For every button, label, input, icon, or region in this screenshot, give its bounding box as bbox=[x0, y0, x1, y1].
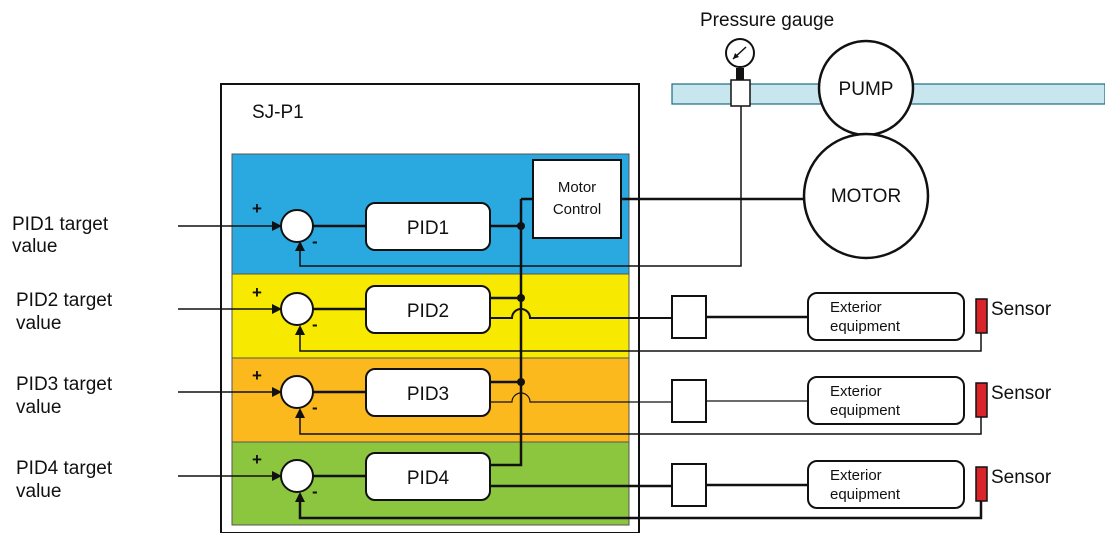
pid2-exterior-label-2: equipment bbox=[830, 318, 901, 335]
pid2-row: PID2 target value + - PID2 Exterior equi… bbox=[16, 283, 1052, 352]
pid4-sensor-label: Sensor bbox=[991, 467, 1052, 488]
pid2-feedback-arrow bbox=[295, 325, 305, 335]
pump: PUMP bbox=[817, 39, 915, 137]
pid4-row: PID4 target value + - PID4 Exterior equi… bbox=[16, 450, 1052, 520]
pid3-output-line bbox=[490, 392, 672, 403]
pump-label: PUMP bbox=[839, 79, 894, 100]
motor-label: MOTOR bbox=[831, 186, 901, 207]
pid2-junction-dot bbox=[517, 294, 525, 302]
pid2-target-label-2: value bbox=[16, 313, 61, 334]
pid4-exterior-equipment bbox=[807, 460, 965, 509]
common-bus-line bbox=[490, 226, 523, 467]
pid3-target-label-1: PID3 target bbox=[16, 374, 113, 395]
controller-name: SJ-P1 bbox=[252, 102, 304, 123]
pid2-block bbox=[365, 285, 491, 334]
motor-control-box bbox=[532, 159, 622, 239]
pid1-junction-dot bbox=[517, 222, 525, 230]
pid3-summing-junction bbox=[280, 375, 314, 409]
pid2-target-label-1: PID2 target bbox=[16, 290, 113, 311]
pid3-sensor-icon bbox=[975, 382, 988, 418]
pid1-target-label-2: value bbox=[12, 236, 57, 257]
pid4-output-device bbox=[671, 463, 707, 507]
pid3-target-label-2: value bbox=[16, 397, 61, 418]
pid2-label: PID2 bbox=[407, 301, 449, 322]
pid3-label: PID3 bbox=[407, 384, 449, 405]
pid4-feedback-line bbox=[298, 494, 983, 520]
pid2-plus: + bbox=[252, 283, 262, 302]
pid3-output-device bbox=[671, 379, 707, 423]
pid4-plus: + bbox=[252, 450, 262, 469]
pid4-label: PID4 bbox=[407, 468, 450, 489]
pid2-summing-junction bbox=[280, 292, 314, 326]
pid3-sensor-label: Sensor bbox=[991, 383, 1052, 404]
pid1-feedback-arrow bbox=[295, 241, 305, 251]
pid3-feedback-arrow bbox=[295, 408, 305, 418]
motor-control-label-1: Motor bbox=[558, 179, 596, 196]
pid1-label: PID1 bbox=[407, 218, 449, 239]
motor-control-label-2: Control bbox=[553, 201, 601, 218]
motor: MOTOR bbox=[802, 132, 930, 260]
pid1-minus: - bbox=[312, 232, 318, 251]
pid4-feedback-arrow bbox=[295, 492, 305, 502]
pid4-exterior-label-2: equipment bbox=[830, 486, 901, 503]
pid3-row: PID3 target value + - PID3 Exterior equi… bbox=[16, 366, 1052, 435]
pid3-minus: - bbox=[312, 398, 318, 417]
pid4-sensor-icon bbox=[975, 466, 988, 502]
pid2-sensor-icon bbox=[975, 298, 988, 334]
pid4-target-label-2: value bbox=[16, 481, 61, 502]
pid3-block bbox=[365, 368, 491, 417]
pid3-junction-dot bbox=[517, 378, 525, 386]
pid3-feedback-line bbox=[299, 410, 982, 435]
pid1-summing-junction bbox=[280, 209, 314, 243]
pid4-target-label-1: PID4 target bbox=[16, 458, 113, 479]
pid1-row: PID1 target value + - PID1 bbox=[12, 199, 525, 257]
pid1-target-label-1: PID1 target bbox=[12, 214, 109, 235]
pid4-exterior-label-1: Exterior bbox=[830, 467, 882, 484]
pid3-exterior-label-2: equipment bbox=[830, 402, 901, 419]
pid3-exterior-label-1: Exterior bbox=[830, 383, 882, 400]
pid4-minus: - bbox=[312, 482, 318, 501]
pid2-sensor-label: Sensor bbox=[991, 299, 1052, 320]
pressure-gauge-label: Pressure gauge bbox=[700, 10, 834, 31]
pid2-feedback-line bbox=[299, 327, 982, 352]
pid4-summing-junction bbox=[280, 459, 314, 493]
pid3-exterior-equipment bbox=[807, 376, 965, 425]
pid3-plus: + bbox=[252, 366, 262, 385]
pid2-exterior-label-1: Exterior bbox=[830, 299, 882, 316]
pid2-output-device bbox=[671, 295, 707, 339]
pid2-exterior-equipment bbox=[807, 292, 965, 341]
pid2-output-line bbox=[490, 308, 672, 319]
pid2-minus: - bbox=[312, 315, 318, 334]
pid1-plus: + bbox=[252, 199, 262, 218]
pid4-block bbox=[365, 452, 491, 501]
